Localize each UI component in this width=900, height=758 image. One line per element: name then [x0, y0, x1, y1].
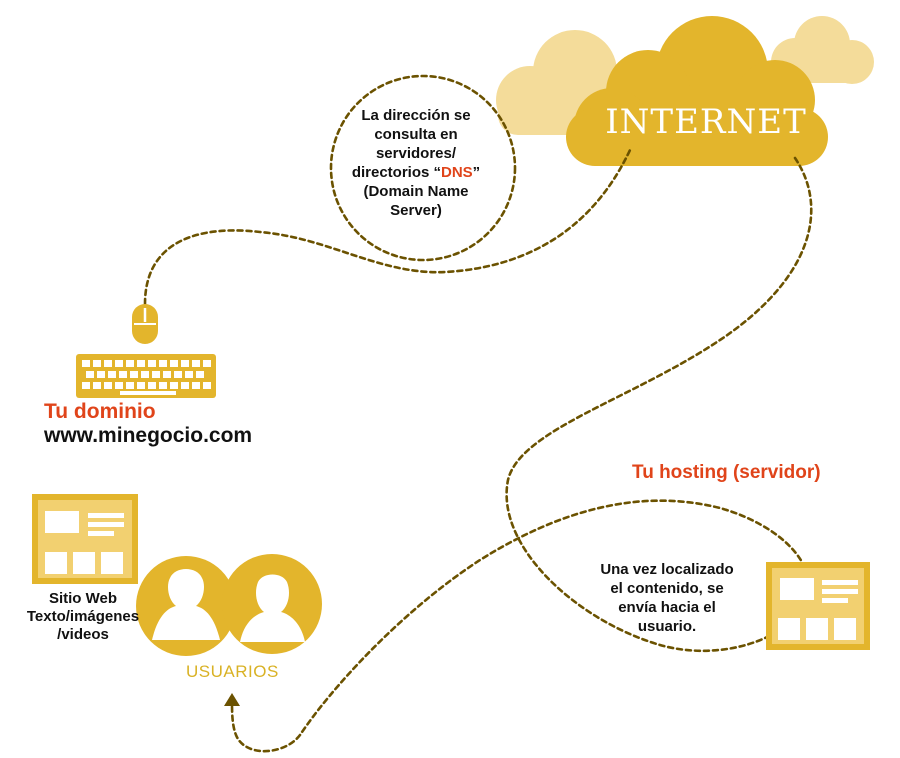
hosting-text-line4: usuario. — [637, 618, 697, 635]
dns-word: DNS — [441, 164, 473, 181]
keyboard-key — [159, 382, 167, 389]
keyboard-key — [119, 371, 127, 378]
keyboard-key — [82, 360, 90, 367]
keyboard-key — [163, 371, 171, 378]
keyboard-key — [196, 371, 204, 378]
hosting-text-line3: envía hacia el — [618, 599, 716, 616]
hosting-title: Tu hosting (servidor) — [632, 462, 821, 483]
keyboard-key — [170, 360, 178, 367]
dns-text-line5: (Domain Name — [363, 183, 469, 200]
dns-text-line6: Server) — [390, 202, 442, 219]
keyboard-key — [141, 371, 149, 378]
keyboard-key — [115, 360, 123, 367]
keyboard-key — [203, 382, 211, 389]
keyboard-key — [82, 382, 90, 389]
arrowhead-to-users — [224, 693, 240, 706]
keyboard-key — [152, 371, 160, 378]
website-icon — [32, 494, 138, 584]
website-text-line3: /videos — [57, 626, 109, 643]
user-avatar-male — [222, 554, 322, 654]
website-description: Sitio Web Texto/imágenes /videos — [16, 590, 150, 644]
keyboard-key — [192, 382, 200, 389]
domain-title: Tu dominio — [44, 400, 156, 423]
keyboard-key — [104, 382, 112, 389]
dns-text-line4-suffix: ” — [472, 164, 481, 181]
dns-text-line2: consulta en — [374, 126, 458, 143]
dns-bubble-outline — [329, 74, 517, 262]
keyboard-icon — [76, 354, 216, 398]
keyboard-key — [203, 360, 211, 367]
keyboard-key — [181, 360, 189, 367]
keyboard-key — [148, 382, 156, 389]
hosting-server-icon — [766, 562, 870, 650]
dns-text-line4-prefix: directorios “ — [351, 164, 441, 181]
keyboard-key — [126, 360, 134, 367]
keyboard-key — [130, 371, 138, 378]
dns-text-line3: servidores/ — [375, 145, 457, 162]
keyboard-key — [192, 360, 200, 367]
dns-text-line1: La dirección se — [361, 107, 471, 124]
keyboard-spacebar — [120, 391, 176, 395]
keyboard-key — [104, 360, 112, 367]
keyboard-key — [97, 371, 105, 378]
path-cloud-to-hosting — [230, 156, 813, 753]
keyboard-key — [159, 360, 167, 367]
keyboard-key — [93, 360, 101, 367]
keyboard-key — [115, 382, 123, 389]
domain-url: www.minegocio.com — [44, 424, 253, 447]
user-avatar-female — [136, 556, 236, 656]
keyboard-key — [174, 371, 182, 378]
keyboard-key — [86, 371, 94, 378]
keyboard-key — [126, 382, 134, 389]
keyboard-key — [108, 371, 116, 378]
keyboard-key — [148, 360, 156, 367]
keyboard-key — [170, 382, 178, 389]
keyboard-key — [137, 382, 145, 389]
internet-cloud — [566, 16, 828, 166]
hosting-text-line2: el contenido, se — [610, 580, 724, 597]
internet-cloud-label: INTERNET — [605, 102, 807, 142]
hosting-description: Una vez localizado el contenido, se enví… — [592, 560, 742, 636]
keyboard-key — [137, 360, 145, 367]
path-mouse-to-dns — [143, 148, 632, 306]
keyboard-key — [185, 371, 193, 378]
dns-bubble-text: La dirección se consulta en servidores/ … — [348, 106, 484, 220]
website-text-line2: Texto/imágenes — [26, 608, 140, 625]
keyboard-key — [181, 382, 189, 389]
website-text-line1: Sitio Web — [48, 590, 118, 607]
mouse-icon — [132, 304, 158, 344]
hosting-text-line1: Una vez localizado — [600, 561, 734, 578]
users-label: USUARIOS — [186, 662, 279, 681]
dns-text-line4: directorios “DNS” — [348, 163, 484, 182]
keyboard-key — [93, 382, 101, 389]
